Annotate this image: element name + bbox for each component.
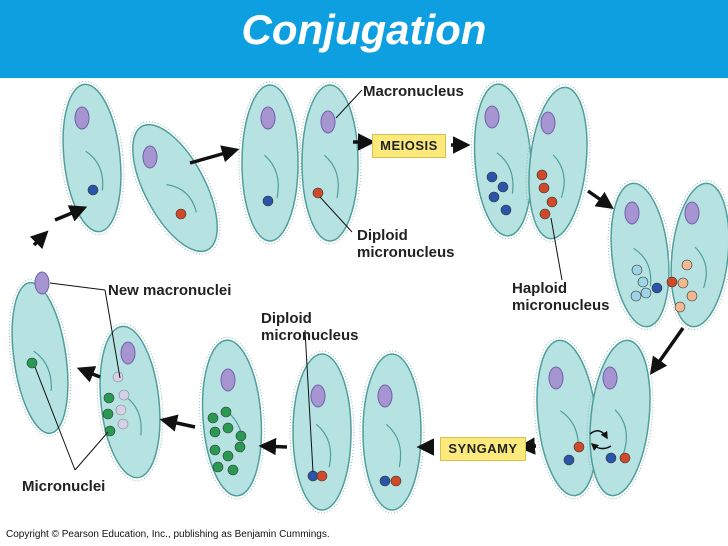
- micronucleus: [391, 476, 401, 486]
- micronucleus: [313, 188, 323, 198]
- paramecium-cell: [53, 78, 131, 238]
- haploid-micronucleus: [539, 183, 549, 193]
- micronucleus: [27, 358, 37, 368]
- leader-line: [50, 283, 105, 290]
- micronucleus: [223, 423, 233, 433]
- micronucleus: [223, 451, 233, 461]
- copyright-notice: Copyright © Pearson Education, Inc., pub…: [6, 529, 330, 540]
- micronucleus: [652, 283, 662, 293]
- haploid-micronucleus: [487, 172, 497, 182]
- macronucleus: [143, 146, 157, 168]
- paramecium-cell: [601, 177, 678, 333]
- micronucleus: [103, 409, 113, 419]
- haploid-micronucleus: [489, 192, 499, 202]
- micronucleus: [221, 407, 231, 417]
- macronucleus: [321, 111, 335, 133]
- degenerating-micronucleus: [631, 291, 641, 301]
- micronucleus: [667, 277, 677, 287]
- micronucleus: [263, 196, 273, 206]
- degenerating-micronucleus: [638, 277, 648, 287]
- macronucleus: [541, 112, 555, 134]
- paramecium-cell: [661, 177, 728, 333]
- micronucleus: [210, 427, 220, 437]
- paramecium-cell: [0, 276, 79, 441]
- degenerating-micronucleus: [678, 278, 688, 288]
- new-macronucleus: [118, 419, 128, 429]
- diploid-micronucleus-label-bottom: Diploid micronucleus: [261, 310, 359, 344]
- micronucleus: [210, 445, 220, 455]
- micronucleus: [104, 393, 114, 403]
- haploid-micronucleus: [498, 182, 508, 192]
- degenerating-micronucleus: [682, 260, 692, 270]
- cycle-arrow: [163, 420, 195, 427]
- leader-line: [75, 432, 108, 470]
- macronucleus: [311, 385, 325, 407]
- new-macronuclei-label: New macronuclei: [108, 282, 231, 299]
- haploid-micronucleus: [501, 205, 511, 215]
- macronucleus: [261, 107, 275, 129]
- new-macronucleus: [116, 405, 126, 415]
- macronucleus: [625, 202, 639, 224]
- micronucleus: [380, 476, 390, 486]
- degenerating-micronucleus: [632, 265, 642, 275]
- haploid-micronucleus: [547, 197, 557, 207]
- micronucleus: [620, 453, 630, 463]
- micronucleus: [308, 471, 318, 481]
- cycle-arrow: [34, 233, 46, 245]
- cycle-arrow: [588, 191, 611, 207]
- macronucleus-label: Macronucleus: [363, 83, 464, 100]
- diploid-micronucleus-label-top: Diploid micronucleus: [357, 227, 455, 261]
- haploid-micronucleus: [537, 170, 547, 180]
- micronucleus: [317, 471, 327, 481]
- haploid-micronucleus-label: Haploid micronucleus: [512, 280, 610, 314]
- cycle-arrow: [262, 446, 287, 447]
- degenerating-micronucleus: [687, 291, 697, 301]
- syngamy-stage-box: SYNGAMY: [440, 437, 526, 461]
- meiosis-stage-box: MEIOSIS: [372, 134, 446, 158]
- paramecium-cell: [290, 351, 354, 513]
- micronucleus: [228, 465, 238, 475]
- macronucleus: [549, 367, 563, 389]
- micronucleus: [236, 431, 246, 441]
- new-macronucleus: [119, 390, 129, 400]
- paramecium-cell: [519, 81, 597, 245]
- micronucleus: [105, 426, 115, 436]
- micronuclei-label: Micronuclei: [22, 478, 105, 495]
- paramecium-cell: [239, 82, 301, 244]
- paramecium-cell: [112, 108, 239, 268]
- haploid-micronucleus: [540, 209, 550, 219]
- new-macronucleus: [113, 372, 123, 382]
- macronucleus: [121, 342, 135, 364]
- micronucleus: [574, 442, 584, 452]
- cycle-arrow: [190, 150, 236, 163]
- paramecium-cell: [194, 335, 269, 501]
- micronucleus: [88, 185, 98, 195]
- micronucleus: [564, 455, 574, 465]
- degenerating-micronucleus: [641, 288, 651, 298]
- paramecium-cell: [299, 82, 361, 244]
- micronucleus: [176, 209, 186, 219]
- micronucleus: [606, 453, 616, 463]
- macronucleus: [603, 367, 617, 389]
- paramecium-cell: [467, 79, 540, 241]
- cycle-arrow: [80, 369, 100, 377]
- macronucleus: [485, 106, 499, 128]
- micronucleus: [208, 413, 218, 423]
- micronucleus: [235, 442, 245, 452]
- degenerating-micronucleus: [675, 302, 685, 312]
- micronucleus: [213, 462, 223, 472]
- macronucleus: [75, 107, 89, 129]
- macronucleus: [378, 385, 392, 407]
- macronucleus: [685, 202, 699, 224]
- macronucleus: [221, 369, 235, 391]
- macronucleus: [35, 272, 49, 294]
- paramecium-cell: [360, 351, 424, 513]
- cycle-arrow: [652, 328, 683, 372]
